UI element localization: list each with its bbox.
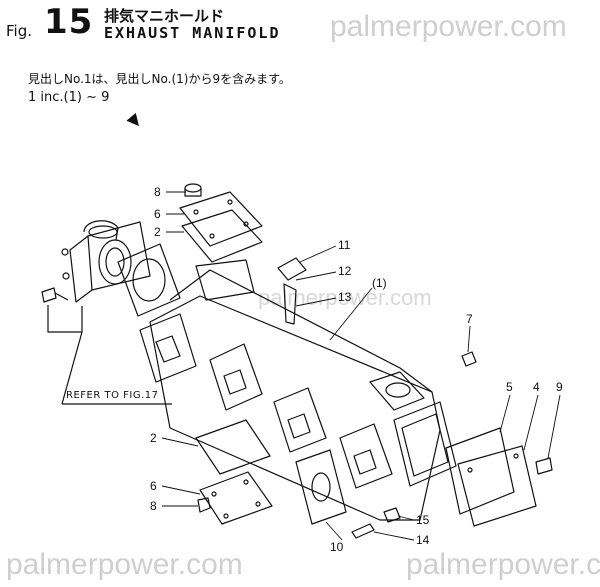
cover-plate-top — [179, 191, 263, 247]
callout-9: 9 — [556, 380, 563, 394]
watermark-bottom-right: palmerpower.com — [406, 548, 600, 581]
callout-14: 14 — [416, 533, 430, 547]
page-title: EXHAUST MANIFOLD — [104, 24, 281, 42]
callout-2-top: 2 — [154, 225, 161, 239]
callout-6-top: 6 — [154, 207, 161, 221]
side-gasket — [445, 427, 515, 515]
refer-leader — [61, 331, 83, 405]
manifold-body — [139, 259, 457, 521]
watermark-top: palmerpower.com — [330, 10, 567, 43]
refer-to-figure-label: REFER TO FIG.17 — [66, 390, 159, 401]
callout-2-bottom: 2 — [150, 431, 157, 445]
watermark-bottom-left: palmerpower.com — [6, 548, 243, 581]
note-en: 1 inc.(1) ~ 9 — [28, 90, 110, 105]
plug-7 — [461, 351, 477, 367]
callout-4: 4 — [533, 380, 540, 394]
callout-12: 12 — [338, 264, 352, 278]
gasket-bottom — [195, 419, 271, 475]
callout-11: 11 — [338, 238, 351, 252]
bolt-top — [184, 183, 202, 197]
callout-8-top: 8 — [154, 185, 161, 199]
stud-14 — [351, 523, 375, 539]
gasket-top — [181, 209, 263, 263]
elbow-gasket — [117, 243, 181, 317]
callout-8-bottom: 8 — [150, 499, 157, 513]
gasket-10 — [295, 449, 347, 525]
hose-fitting — [277, 257, 307, 325]
callout-7: 7 — [466, 312, 473, 326]
figure-prefix: Fig. — [6, 22, 32, 40]
callout-15: 15 — [416, 513, 430, 527]
bolt-bottom — [197, 497, 211, 513]
note-jp: 見出しNo.1は、見出しNo.(1)から9を含みます。 — [28, 72, 291, 86]
bracket-line — [47, 305, 83, 333]
nut-15 — [383, 507, 401, 523]
callout-5: 5 — [506, 380, 513, 394]
bolt-right — [535, 457, 553, 475]
elbow-bracket — [61, 220, 151, 303]
callout-1: (1) — [372, 276, 387, 290]
leader-lines — [161, 191, 561, 541]
cover-plate-bottom — [199, 471, 273, 525]
bolt-left — [41, 287, 69, 303]
callout-13: 13 — [338, 290, 352, 304]
callout-10: 10 — [330, 540, 344, 554]
watermark-middle: palmerpower.com — [258, 285, 432, 310]
callout-6-bottom: 6 — [150, 479, 157, 493]
page-title-jp: 排気マニホールド — [104, 7, 225, 25]
figure-number: 15 — [44, 2, 94, 42]
side-cover — [457, 445, 537, 527]
